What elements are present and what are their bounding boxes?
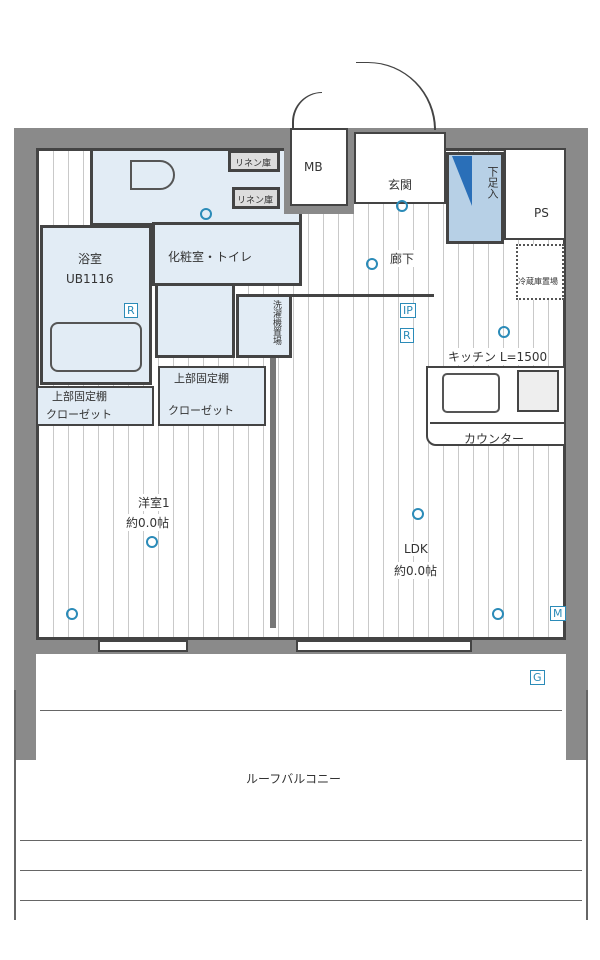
linen-closet-2: リネン庫 xyxy=(232,187,280,209)
western-label: 洋室1 xyxy=(138,494,170,511)
linen-label-1: リネン庫 xyxy=(235,159,272,169)
washroom-label: 化粧室・トイレ xyxy=(168,250,253,264)
entrance xyxy=(354,132,446,204)
fridge-space xyxy=(516,244,564,300)
light-icon xyxy=(366,258,378,270)
outer-wall-right xyxy=(566,128,588,760)
ldk-size: 約0.0帖 xyxy=(394,562,438,579)
counter-label: カウンター xyxy=(464,432,525,446)
balcony-line xyxy=(40,710,562,711)
linen-label-2: リネン庫 xyxy=(237,196,274,206)
linen-closet-1: リネン庫 xyxy=(228,150,280,172)
bath-label: 浴室 xyxy=(78,252,103,266)
light-icon xyxy=(396,200,408,212)
outer-wall-left xyxy=(14,128,36,760)
shoe-cabinet xyxy=(446,152,504,244)
mb-label: MB xyxy=(304,160,323,174)
western-size: 約0.0帖 xyxy=(126,514,170,531)
window-western[interactable] xyxy=(98,640,188,652)
sink xyxy=(442,373,500,413)
washroom-lower xyxy=(155,283,235,358)
kitchen-label: キッチン L=1500 xyxy=(448,348,548,365)
laundry-area xyxy=(236,294,292,358)
hall-wall xyxy=(284,294,434,297)
closet-bath-side xyxy=(36,386,154,426)
meter-symbol: M xyxy=(550,606,566,621)
reheat-symbol: R xyxy=(124,303,138,318)
balcony-line xyxy=(20,840,582,841)
balcony-line xyxy=(20,870,582,871)
balcony-line xyxy=(20,900,582,901)
meter-box xyxy=(290,128,348,206)
closet2-label: クローゼット xyxy=(168,404,234,417)
laundry-label: 洗濯機置場 xyxy=(271,300,281,345)
light-icon xyxy=(146,536,158,548)
light-icon xyxy=(412,508,424,520)
partition-wall xyxy=(270,358,276,628)
entrance-label: 玄関 xyxy=(388,178,413,192)
entry-door[interactable] xyxy=(356,62,436,130)
ldk-label: LDK xyxy=(404,542,428,556)
window-ldk[interactable] xyxy=(296,640,472,652)
washroom-middle xyxy=(152,222,302,286)
gas-symbol: G xyxy=(530,670,545,685)
remote-symbol: R xyxy=(400,328,414,343)
closet-washroom-side xyxy=(158,366,266,426)
balcony-label: ルーフバルコニー xyxy=(246,772,342,786)
hall-label: 廊下 xyxy=(390,250,415,267)
bathtub xyxy=(50,322,142,372)
shoe-cabinet-label: 下足入 xyxy=(486,166,499,199)
intercom-symbol: IP xyxy=(400,303,416,318)
roof-balcony xyxy=(14,690,588,920)
bath-code: UB1116 xyxy=(66,272,114,286)
closet1-label: クローゼット xyxy=(46,408,112,421)
outlet-icon xyxy=(66,608,78,620)
closet1-shelf: 上部固定棚 xyxy=(52,390,107,403)
counter-line xyxy=(430,422,566,424)
stove xyxy=(517,370,559,412)
outlet-icon xyxy=(492,608,504,620)
fridge-label: 冷蔵庫置場 xyxy=(518,277,558,286)
closet2-shelf: 上部固定棚 xyxy=(174,372,229,385)
pipe-space xyxy=(504,148,566,240)
light-icon xyxy=(200,208,212,220)
ps-label: PS xyxy=(534,206,549,220)
mb-door[interactable] xyxy=(292,92,322,128)
light-icon xyxy=(498,326,510,338)
toilet xyxy=(130,160,175,190)
